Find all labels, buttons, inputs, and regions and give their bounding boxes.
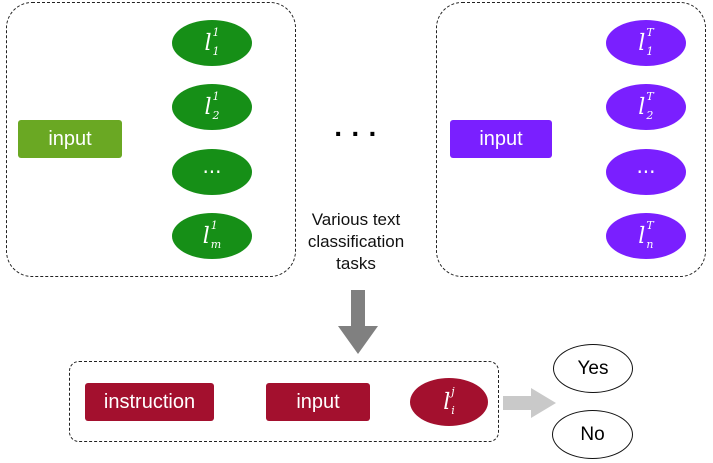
instruction-box: instruction bbox=[85, 383, 214, 421]
ellipsis-text: ··· bbox=[636, 160, 656, 184]
label-subscript: n bbox=[646, 238, 654, 251]
left-label-ellipsis: ··· bbox=[172, 149, 252, 195]
label-base: l bbox=[638, 223, 646, 249]
label-superscript: T bbox=[646, 219, 654, 232]
no-output: No bbox=[552, 410, 633, 459]
label-base: l bbox=[202, 223, 210, 249]
label-base: l bbox=[204, 94, 212, 120]
label-superscript: T bbox=[646, 90, 654, 103]
label-superscript: 1 bbox=[212, 26, 220, 39]
instruction-label: instruction bbox=[103, 390, 196, 413]
instruction-group bbox=[69, 361, 499, 442]
label-superscript: T bbox=[646, 26, 654, 39]
caption-line-1: Various text bbox=[311, 210, 401, 229]
label-subscript: 2 bbox=[646, 109, 654, 122]
label-subscript: 2 bbox=[212, 109, 220, 122]
ellipsis-text: ··· bbox=[202, 160, 222, 184]
label-subscript: 1 bbox=[646, 45, 654, 58]
right-input-box: input bbox=[450, 120, 552, 158]
label-base: l bbox=[638, 94, 646, 120]
label-base: l bbox=[638, 30, 646, 56]
right-arrow-icon bbox=[503, 388, 556, 418]
no-label: No bbox=[580, 423, 605, 445]
right-input-label: input bbox=[479, 127, 523, 150]
left-input-box: input bbox=[18, 120, 122, 158]
yes-output: Yes bbox=[553, 344, 633, 393]
label-subscript: m bbox=[210, 238, 222, 251]
label-superscript: 1 bbox=[210, 219, 218, 232]
label-superscript: 1 bbox=[212, 90, 220, 103]
label-base: l bbox=[204, 30, 212, 56]
middle-ellipsis: · · · bbox=[334, 118, 378, 149]
left-input-label: input bbox=[48, 127, 92, 150]
right-task-group bbox=[436, 2, 706, 277]
down-arrow-icon bbox=[338, 290, 378, 354]
bottom-input-box: input bbox=[266, 383, 370, 421]
label-superscript: j bbox=[451, 385, 455, 398]
yes-label: Yes bbox=[577, 357, 609, 379]
left-task-group bbox=[6, 2, 296, 277]
right-label-ellipsis: ··· bbox=[606, 149, 686, 195]
caption-line-2: classification bbox=[307, 232, 405, 251]
label-base: l bbox=[443, 389, 451, 415]
caption-line-3: tasks bbox=[336, 254, 376, 273]
bottom-input-label: input bbox=[296, 390, 340, 413]
tasks-caption: Various text classification tasks bbox=[290, 209, 422, 275]
label-subscript: 1 bbox=[212, 45, 220, 58]
label-subscript: i bbox=[451, 404, 455, 417]
